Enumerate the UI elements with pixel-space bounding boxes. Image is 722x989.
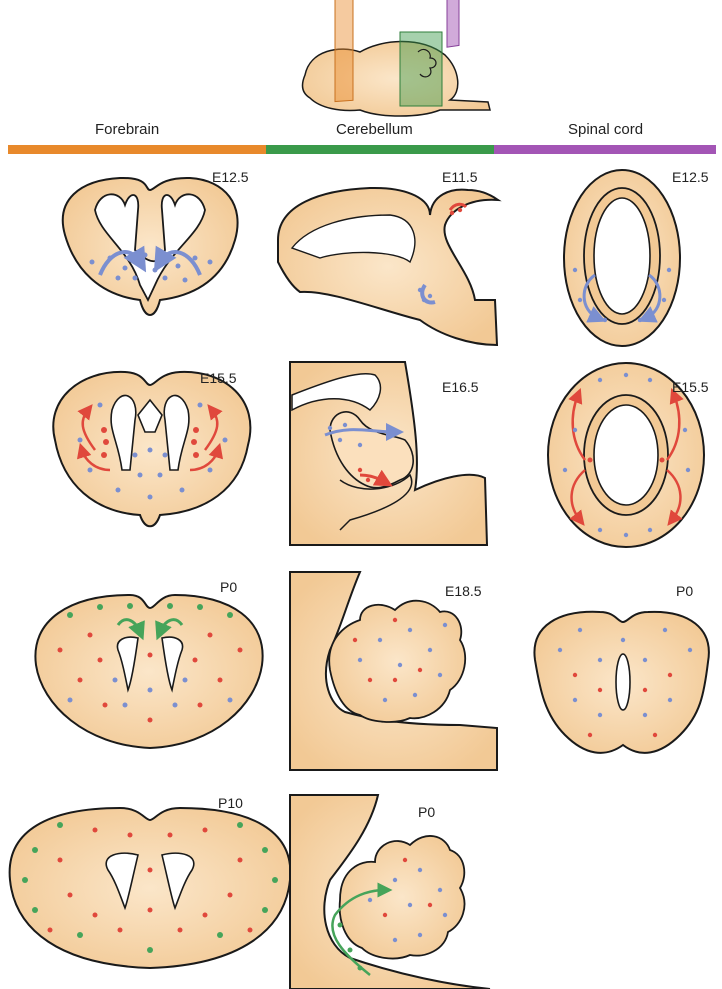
region-label-cerebellum: Cerebellum bbox=[336, 121, 413, 138]
forebrain-section-e12-5 bbox=[63, 178, 238, 315]
stage-label: E11.5 bbox=[442, 169, 478, 185]
brain-schematic bbox=[303, 0, 490, 116]
stage-label: P0 bbox=[676, 583, 693, 599]
cerebellum-section-box bbox=[400, 32, 442, 106]
spinal-section-e12-5 bbox=[564, 170, 680, 346]
stage-label: E18.5 bbox=[445, 583, 482, 599]
forebrain-section-plane bbox=[335, 0, 353, 102]
cerebellum-section-p0 bbox=[290, 795, 490, 989]
region-label-spinal-cord: Spinal cord bbox=[568, 121, 643, 138]
spinal-section-p0 bbox=[534, 612, 708, 753]
spinal-section-plane bbox=[447, 0, 459, 47]
cerebellum-section-e11-5 bbox=[278, 188, 498, 345]
stage-label: E12.5 bbox=[672, 169, 709, 185]
stage-label: E15.5 bbox=[200, 370, 237, 386]
stage-label: P0 bbox=[220, 579, 237, 595]
bar-spinal-cord bbox=[494, 145, 716, 154]
cerebellum-section-e18-5 bbox=[290, 572, 497, 770]
forebrain-section-p10 bbox=[10, 808, 291, 968]
bar-cerebellum bbox=[266, 145, 494, 154]
forebrain-section-e15-5 bbox=[53, 372, 250, 526]
stage-label: E16.5 bbox=[442, 379, 479, 395]
bar-forebrain bbox=[8, 145, 266, 154]
forebrain-section-p0 bbox=[35, 595, 262, 748]
stage-label: E15.5 bbox=[672, 379, 709, 395]
region-label-forebrain: Forebrain bbox=[95, 121, 159, 138]
stage-label: P10 bbox=[218, 795, 243, 811]
stage-label: E12.5 bbox=[212, 169, 249, 185]
stage-label: P0 bbox=[418, 804, 435, 820]
